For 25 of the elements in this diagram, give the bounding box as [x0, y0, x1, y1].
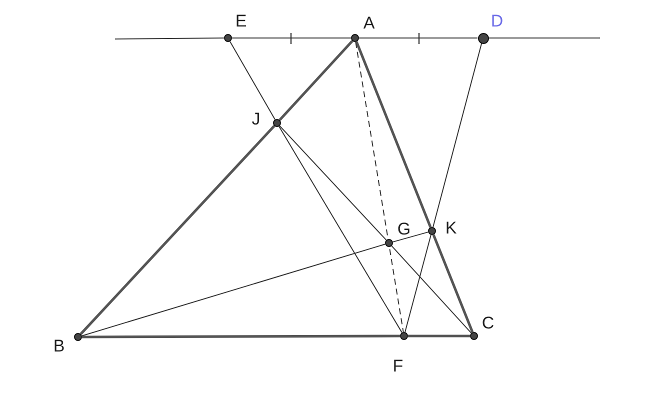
triangle-side [355, 41, 432, 228]
triangle-side [408, 334, 470, 338]
line-segment [114, 38, 224, 40]
dashed-line [355, 41, 404, 333]
line-segment [392, 232, 429, 242]
point-label: B [53, 338, 65, 354]
point-label: K [445, 220, 457, 236]
line-segment [81, 244, 386, 336]
line-segment [279, 125, 387, 241]
triangle-side [82, 334, 400, 338]
triangle-side [432, 234, 474, 333]
point-label: E [235, 12, 247, 30]
line-segment [404, 234, 432, 333]
point-label: G [397, 220, 411, 238]
point-label: D [490, 12, 504, 30]
line-segment [391, 245, 472, 334]
line-segment [278, 126, 402, 334]
triangle-side [278, 40, 354, 121]
point-label: A [363, 14, 375, 32]
line-segment [432, 42, 482, 228]
point-label: C [482, 314, 494, 332]
point-label: F [392, 358, 404, 374]
triangle-side [80, 125, 276, 335]
point-label: J [252, 110, 260, 128]
line-segment [230, 40, 276, 120]
